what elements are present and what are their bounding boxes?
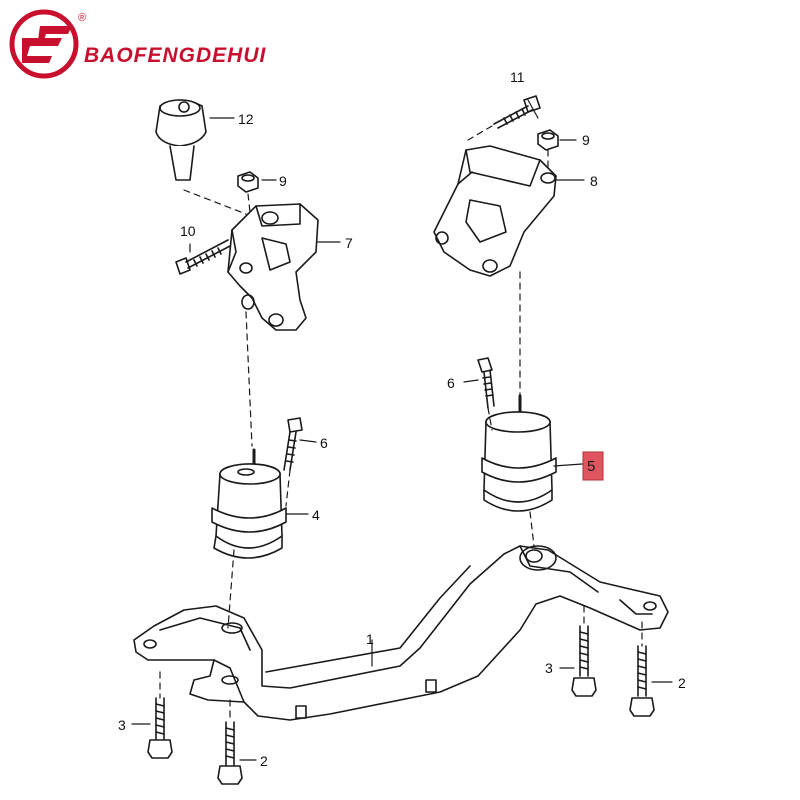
callout-9-left: 9 bbox=[279, 173, 287, 189]
callout-7: 7 bbox=[345, 235, 353, 251]
part-11-bolt bbox=[493, 95, 541, 129]
part-10-bolt bbox=[175, 239, 231, 275]
callout-12: 12 bbox=[238, 111, 254, 127]
callout-6-left: 6 bbox=[320, 435, 328, 451]
part-3-bolt-right bbox=[571, 625, 597, 697]
leader-lines bbox=[131, 99, 673, 761]
part-9-nut-right bbox=[537, 129, 559, 151]
part-8-bracket bbox=[433, 145, 557, 277]
callout-2-right: 2 bbox=[678, 675, 686, 691]
part-1-subframe bbox=[133, 545, 669, 721]
callout-9-right: 9 bbox=[582, 132, 590, 148]
part-2-bolt-left bbox=[217, 721, 243, 785]
registered-mark: ® bbox=[78, 12, 87, 24]
callout-4: 4 bbox=[312, 507, 320, 523]
assembly-lines bbox=[159, 125, 643, 723]
callout-5: 5 bbox=[587, 458, 595, 475]
part-6-bolt-right bbox=[477, 357, 495, 409]
brand-logo-text: BAOFENGDEHUI bbox=[84, 44, 267, 67]
callout-6-right: 6 bbox=[447, 375, 455, 391]
brand-logo bbox=[9, 9, 79, 79]
highlight-box-part-5 bbox=[582, 451, 604, 481]
part-7-bracket bbox=[227, 203, 319, 331]
callout-1: 1 bbox=[366, 631, 374, 647]
callout-10: 10 bbox=[180, 223, 196, 239]
callout-3-right: 3 bbox=[545, 660, 553, 676]
part-6-bolt-left bbox=[283, 417, 303, 471]
part-12-cap bbox=[155, 99, 207, 181]
callout-2-left: 2 bbox=[260, 753, 268, 769]
part-5-engine-mount bbox=[481, 394, 557, 512]
callout-3-left: 3 bbox=[118, 717, 126, 733]
callout-8: 8 bbox=[590, 173, 598, 189]
callout-11: 11 bbox=[510, 69, 525, 85]
part-3-bolt-left bbox=[147, 697, 173, 759]
part-9-nut-left bbox=[237, 171, 259, 193]
part-2-bolt-right bbox=[629, 645, 655, 717]
part-4-engine-mount bbox=[211, 448, 287, 559]
